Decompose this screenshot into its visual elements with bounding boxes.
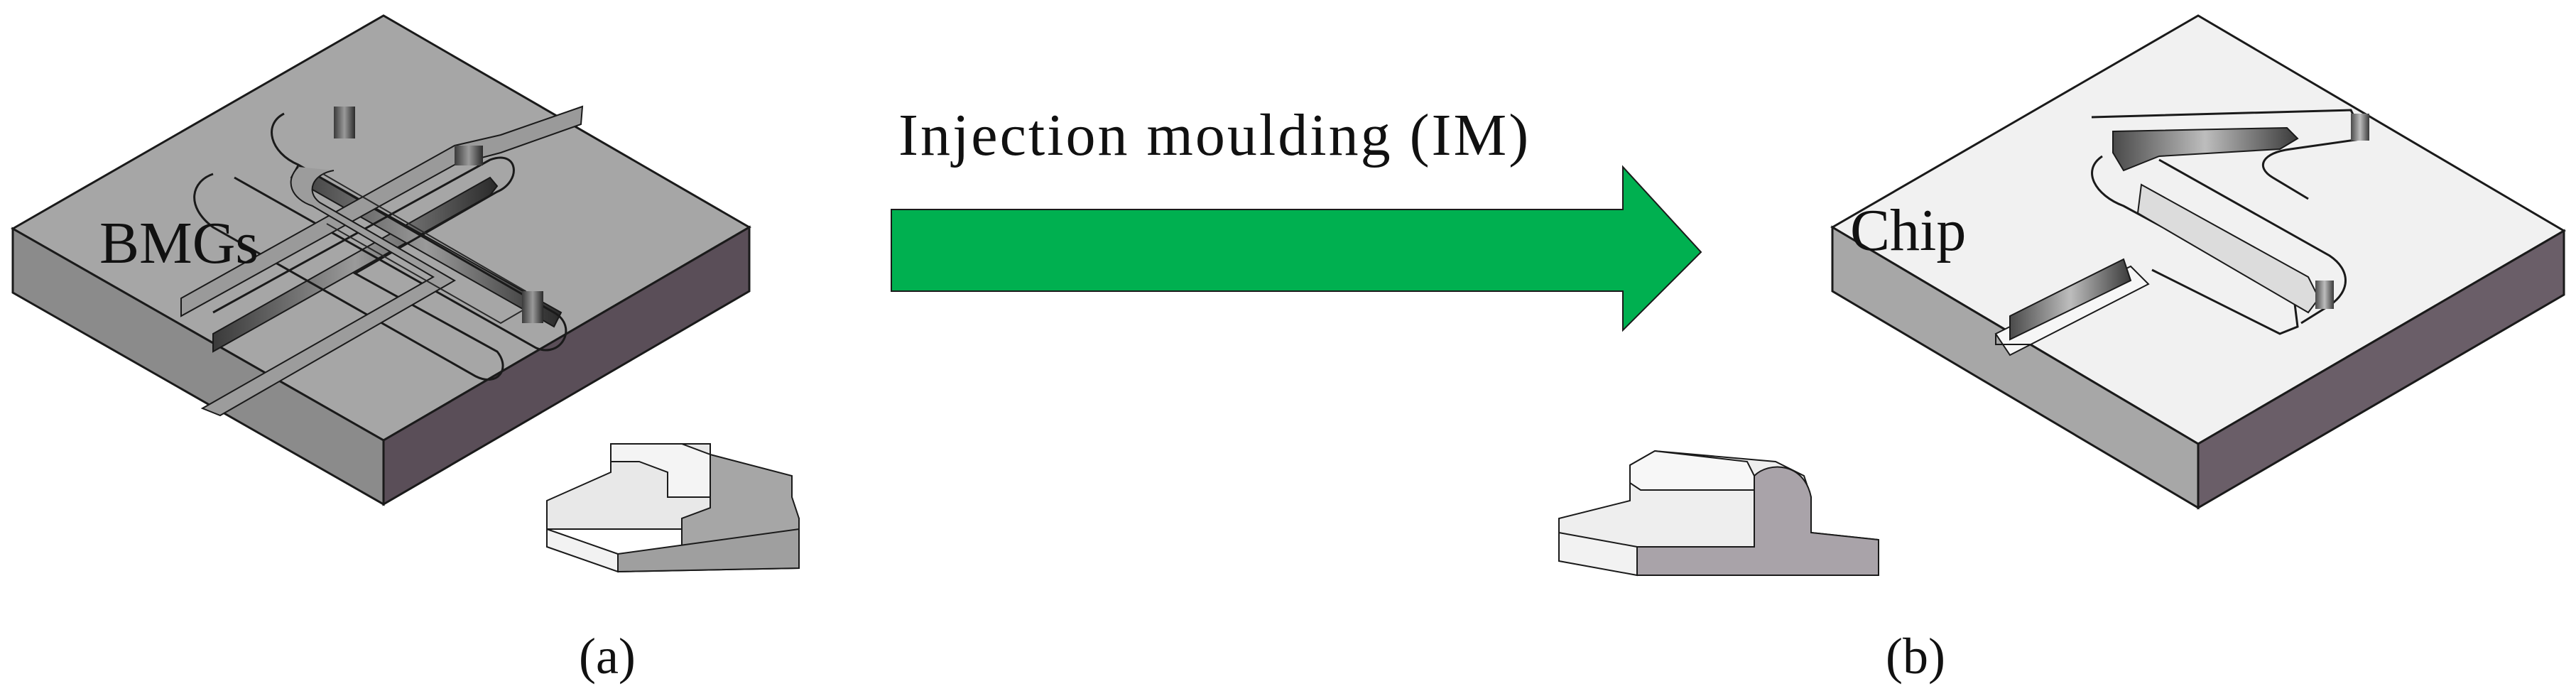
- process-arrow: [891, 165, 1702, 332]
- chip-right-face: [2197, 229, 2565, 510]
- caption-b: (b): [1886, 628, 1945, 685]
- chip-plate: [1830, 14, 2566, 510]
- mold-cross-section: [546, 443, 800, 573]
- process-label: Injection moulding (IM): [898, 102, 1531, 168]
- caption-a: (a): [579, 628, 636, 685]
- chip-label: Chip: [1850, 197, 1966, 263]
- bmg-mold-plate: [10, 14, 751, 506]
- mold-right-face: [382, 225, 751, 506]
- chip-s-channel: [1994, 109, 2369, 357]
- mold-label: BMGs: [99, 210, 259, 276]
- mold-s-rib: [180, 105, 584, 417]
- arrow-shape: [891, 165, 1702, 332]
- chip-cross-section: [1558, 450, 1879, 577]
